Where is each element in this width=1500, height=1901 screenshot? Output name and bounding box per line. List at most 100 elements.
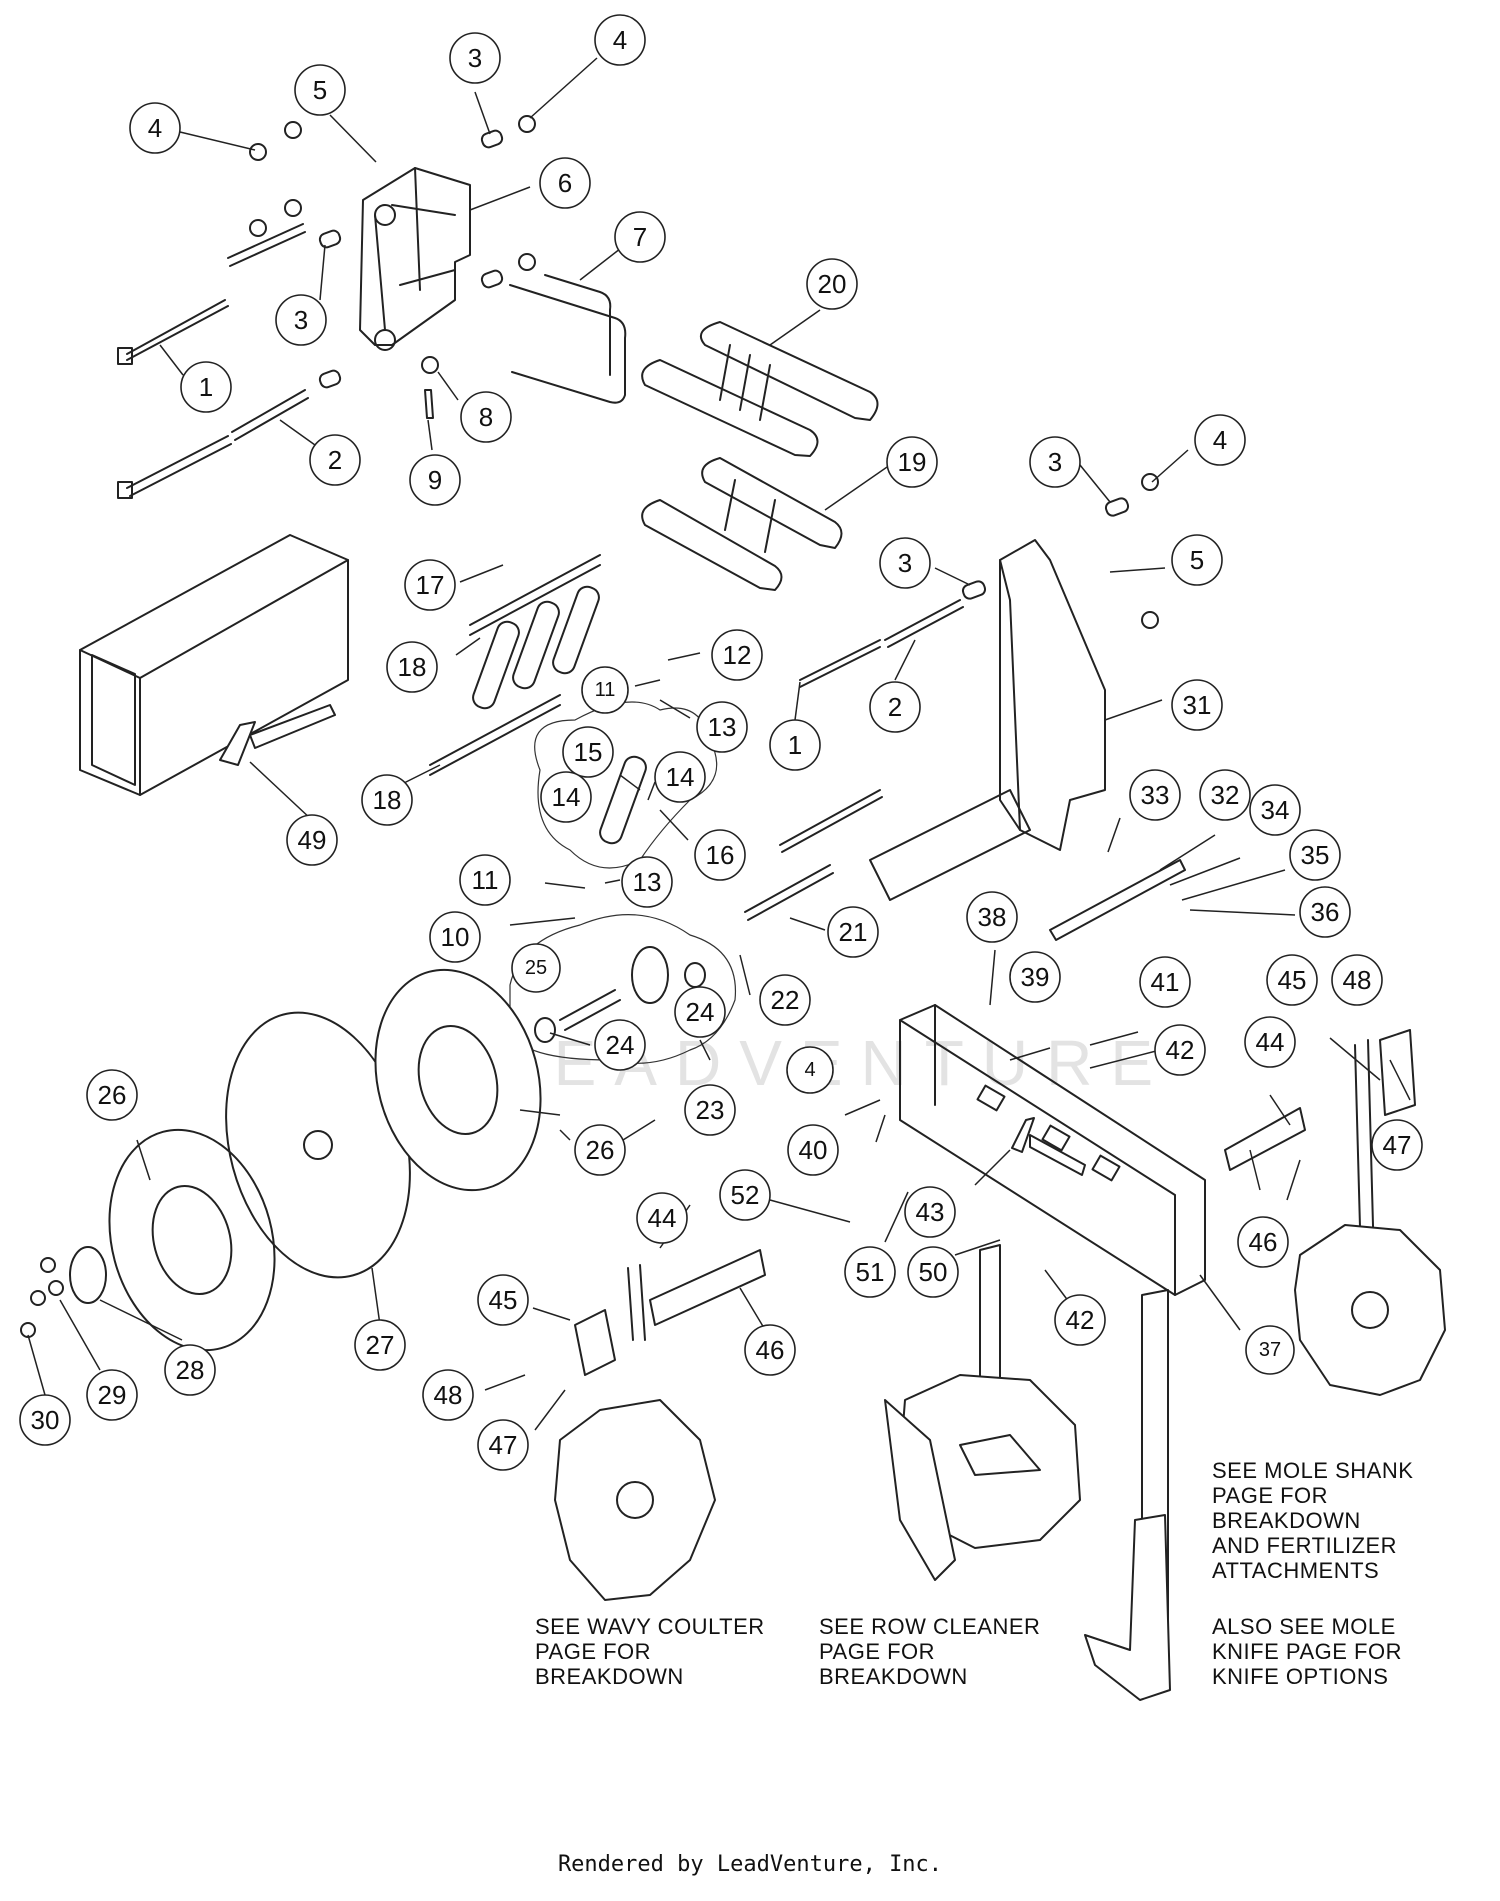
callout-48: 48 xyxy=(1331,954,1383,1006)
callout-47: 47 xyxy=(1371,1119,1423,1171)
callout-28: 28 xyxy=(164,1344,216,1396)
svg-text:9: 9 xyxy=(428,465,442,495)
svg-text:41: 41 xyxy=(1151,967,1180,997)
callout-35: 35 xyxy=(1289,829,1341,881)
svg-text:48: 48 xyxy=(1343,965,1372,995)
svg-text:2: 2 xyxy=(888,692,902,722)
svg-text:4: 4 xyxy=(1213,425,1227,455)
svg-text:25: 25 xyxy=(525,957,547,979)
mount-bracket-detail xyxy=(374,167,456,331)
link-20-bottom xyxy=(641,359,819,457)
svg-text:43: 43 xyxy=(916,1197,945,1227)
bracket-hole-bottom xyxy=(374,329,396,351)
wavy-coulter-left xyxy=(554,1399,716,1601)
svg-text:15: 15 xyxy=(574,737,603,767)
callout-26: 26 xyxy=(86,1069,138,1121)
callout-24: 24 xyxy=(594,1019,646,1071)
coulter-shank-left xyxy=(627,1264,646,1341)
bracket-45-left xyxy=(574,1309,616,1376)
svg-text:37: 37 xyxy=(1259,1339,1281,1361)
callout-15: 15 xyxy=(562,726,614,778)
callout-18: 18 xyxy=(361,774,413,826)
svg-text:4: 4 xyxy=(148,113,162,143)
svg-text:24: 24 xyxy=(606,1030,635,1060)
svg-text:26: 26 xyxy=(586,1135,615,1165)
callout-44: 44 xyxy=(636,1192,688,1244)
wavy-coulter-left-hub xyxy=(616,1481,654,1519)
svg-text:21: 21 xyxy=(839,917,868,947)
callout-8: 8 xyxy=(460,391,512,443)
callout-6: 6 xyxy=(539,157,591,209)
svg-text:17: 17 xyxy=(416,570,445,600)
svg-text:22: 22 xyxy=(771,985,800,1015)
spacer-3-right-b xyxy=(1104,497,1130,517)
wavy-coulter-right-hub xyxy=(1351,1291,1389,1329)
callout-14: 14 xyxy=(654,751,706,803)
svg-text:48: 48 xyxy=(434,1380,463,1410)
callout-1: 1 xyxy=(769,719,821,771)
bolt-9 xyxy=(424,389,434,419)
svg-text:7: 7 xyxy=(633,222,647,252)
svg-text:31: 31 xyxy=(1183,690,1212,720)
callout-49: 49 xyxy=(286,814,338,866)
hub-flange xyxy=(631,946,669,1004)
callout-12: 12 xyxy=(711,629,763,681)
wheel-26-right-hub xyxy=(417,1024,499,1136)
plate-32 xyxy=(1049,859,1186,941)
svg-text:20: 20 xyxy=(818,269,847,299)
mount-bracket-left xyxy=(359,167,471,346)
svg-text:3: 3 xyxy=(468,43,482,73)
pivot-tube-15 xyxy=(599,755,647,845)
spindle-25 xyxy=(559,989,621,1031)
callout-5: 5 xyxy=(294,64,346,116)
svg-text:47: 47 xyxy=(489,1430,518,1460)
bolt-2-right xyxy=(884,599,964,648)
callout-32: 32 xyxy=(1199,769,1251,821)
callout-38: 38 xyxy=(966,891,1018,943)
link-19-bottom xyxy=(641,499,783,591)
callout-4: 4 xyxy=(786,1046,834,1094)
wheel-26-left-hub xyxy=(151,1184,233,1296)
callout-46: 46 xyxy=(744,1324,796,1376)
bracket-18 xyxy=(429,554,601,776)
callout-11: 11 xyxy=(459,854,511,906)
svg-text:42: 42 xyxy=(1166,1035,1195,1065)
svg-text:45: 45 xyxy=(489,1285,518,1315)
mole-knife xyxy=(1084,1514,1171,1701)
callout-3: 3 xyxy=(879,537,931,589)
link-20-top xyxy=(700,321,879,421)
roller-c xyxy=(552,585,600,675)
callout-5: 5 xyxy=(1171,534,1223,586)
link-19-top xyxy=(701,457,843,549)
toolbar-tube xyxy=(79,534,349,796)
svg-text:10: 10 xyxy=(441,922,470,952)
bracket-45-right xyxy=(1379,1029,1416,1116)
mount-bracket-31-edge xyxy=(999,559,1021,831)
svg-text:30: 30 xyxy=(31,1405,60,1435)
main-frame-edges xyxy=(899,1004,1176,1296)
roller-a xyxy=(472,620,520,710)
svg-text:24: 24 xyxy=(686,997,715,1027)
mount-bracket-31-foot xyxy=(869,789,1031,901)
svg-text:52: 52 xyxy=(731,1180,760,1210)
spacer-3c xyxy=(480,129,504,149)
note-row-cleaner: SEE ROW CLEANER PAGE FOR BREAKDOWN xyxy=(819,1614,1041,1689)
svg-text:3: 3 xyxy=(294,305,308,335)
bearing-24b xyxy=(534,1017,556,1043)
callout-33: 33 xyxy=(1129,769,1181,821)
callout-45: 45 xyxy=(477,1274,529,1326)
svg-text:44: 44 xyxy=(1256,1027,1285,1057)
frame-slot-a xyxy=(976,1084,1006,1112)
wheel-26-right xyxy=(374,968,542,1192)
callout-51: 51 xyxy=(844,1246,896,1298)
svg-text:49: 49 xyxy=(298,825,327,855)
part-drawings xyxy=(20,115,1446,1701)
callout-39: 39 xyxy=(1009,951,1061,1003)
svg-text:39: 39 xyxy=(1021,962,1050,992)
bolt-2-lower xyxy=(231,389,309,441)
callout-9: 9 xyxy=(409,454,461,506)
callout-17: 17 xyxy=(404,559,456,611)
callout-3: 3 xyxy=(275,294,327,346)
row-cleaner-blade xyxy=(884,1399,956,1581)
frame-slot-c xyxy=(1091,1154,1121,1182)
